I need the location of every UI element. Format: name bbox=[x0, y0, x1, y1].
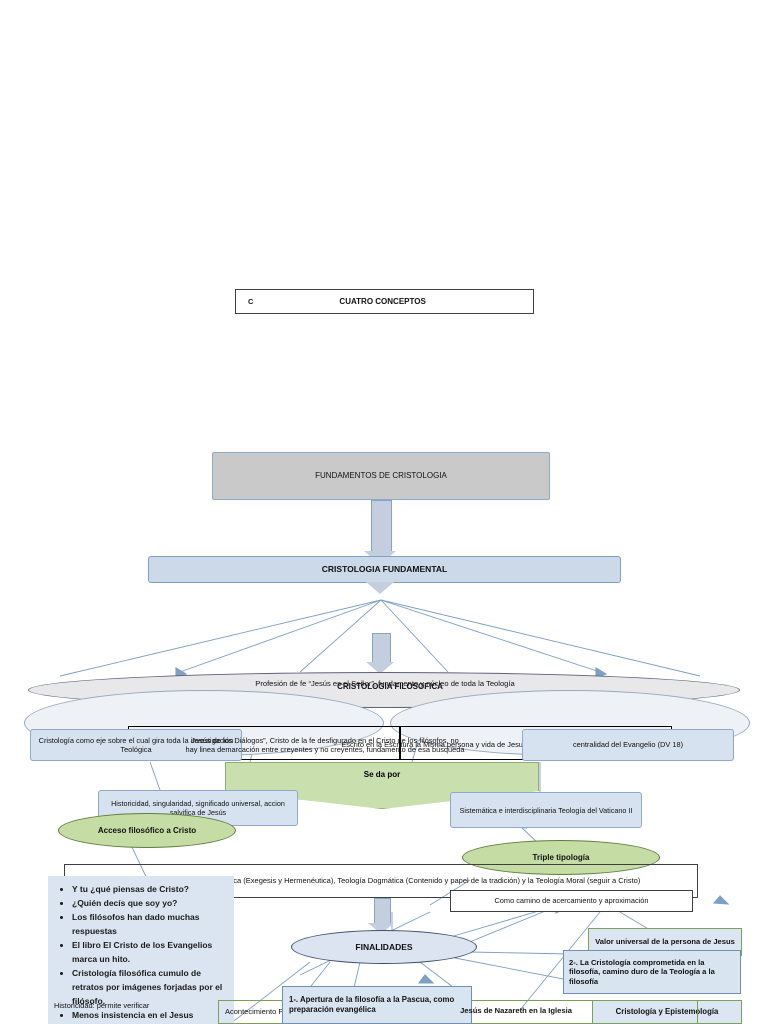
node-profesion-de-fe-label: Profesión de fe “Jesús es el Señor”, fun… bbox=[255, 679, 515, 689]
node-historicidad-nota-label: Historicidad: permite verificar bbox=[54, 1001, 150, 1011]
header-cuatro-conceptos: C CUATRO CONCEPTOS bbox=[235, 289, 534, 314]
list-item: Menos insistencia en el Jesus bbox=[72, 1008, 226, 1022]
row-box-2: Jesús de los Diálogos”, Cristo de la fe … bbox=[180, 729, 470, 761]
header-code: C bbox=[248, 296, 254, 306]
arrow-head-finalidades bbox=[368, 923, 394, 934]
node-sistematica-interdisciplinaria: Sistemática e interdisciplinaria Teologí… bbox=[450, 792, 642, 828]
list-item: El libro El Cristo de los Evangelios mar… bbox=[72, 938, 226, 966]
row-box-1-label: Cristología como eje sobre el cual gira … bbox=[38, 735, 234, 754]
node-jesus-de-nazareth-label: Jesús de Nazareth en la Iglesia bbox=[460, 1006, 572, 1016]
node-profesion-de-fe: Profesión de fe “Jesús es el Señor”, fun… bbox=[150, 677, 620, 691]
node-cristologia-fundamental: CRISTOLOGIA FUNDAMENTAL bbox=[148, 556, 621, 583]
node-cristologia-epistemologia-label: Cristología y Epistemología bbox=[615, 1007, 719, 1017]
list-item: Y tu ¿qué piensas de Cristo? bbox=[72, 882, 226, 896]
node-como-camino-label: Como camino de acercamiento y aproximaci… bbox=[494, 896, 649, 906]
arrow-head-cristologia-filosofica bbox=[366, 662, 394, 674]
node-triple-tipologia-label: Triple tipología bbox=[532, 852, 590, 862]
row-box-3-label: Escrito en la Escritura la Misma persona… bbox=[341, 740, 529, 750]
node-sistematica-label: Sistemática e interdisciplinaria Teologí… bbox=[459, 805, 633, 815]
node-acceso-filosofico-label: Acceso filosófico a Cristo bbox=[97, 825, 197, 835]
node-cristologia-comprometida: 2-. La Cristología comprometida en la fi… bbox=[563, 950, 741, 994]
node-apertura-label: 1-. Apertura de la filosofía a la Pascua… bbox=[289, 995, 455, 1014]
node-cristologia-filosofica-label: CRISTOLOGIA FILOSOFICA bbox=[337, 682, 443, 691]
arrow-fundamentos-to-fundamental bbox=[371, 500, 392, 554]
node-cristologia-fundamental-label: CRISTOLOGIA FUNDAMENTAL bbox=[321, 564, 448, 575]
node-todo-confluye-label: Todo confluye en la Teología Bíblica (Ex… bbox=[121, 876, 641, 886]
row-box-3: Escrito en la Escritura la Misma persona… bbox=[310, 729, 560, 761]
row-box-2-label: Jesús de los Diálogos”, Cristo de la fe … bbox=[185, 735, 465, 754]
node-historicidad-nota: Historicidad: permite verificar bbox=[54, 1000, 214, 1012]
node-historicidad-label: Historicidad, singularidad, significado … bbox=[111, 799, 285, 817]
node-como-camino: Como camino de acercamiento y aproximaci… bbox=[450, 890, 693, 912]
list-item: ¿Quién decís que soy yo? bbox=[72, 896, 226, 910]
node-jesus-de-nazareth: Jesús de Nazareth en la Iglesia bbox=[436, 1004, 596, 1018]
node-acceso-filosofico-a-cristo: Acceso filosófico a Cristo bbox=[58, 813, 236, 848]
list-item: Cristología filosófica cumulo de retrato… bbox=[72, 966, 226, 1008]
bullet-list: Y tu ¿qué piensas de Cristo? ¿Quién decí… bbox=[58, 882, 226, 1022]
node-triple-tipologia: Triple tipología bbox=[462, 840, 660, 875]
node-valor-universal-label: Valor universal de la persona de Jesus bbox=[595, 937, 735, 947]
arrow-head-fundamental-down bbox=[366, 582, 394, 594]
row-box-1: Cristología como eje sobre el cual gira … bbox=[30, 729, 242, 761]
header-label: CUATRO CONCEPTOS bbox=[339, 296, 426, 306]
arrow-to-finalidades bbox=[374, 898, 391, 926]
ellipse-band-outer bbox=[28, 672, 740, 708]
row-box-4: centralidad del Evangelio (DV 18) bbox=[522, 729, 734, 761]
node-finalidades: FINALIDADES bbox=[291, 930, 477, 964]
node-cristologia-filosofica: CRISTOLOGIA FILOSOFICA bbox=[300, 680, 480, 694]
node-cristologia-comprometida-label: 2-. La Cristología comprometida en la fi… bbox=[569, 957, 715, 986]
bullet-list-box: Y tu ¿qué piensas de Cristo? ¿Quién decí… bbox=[48, 876, 234, 1024]
node-cristologia-epistemologia: Cristología y Epistemología bbox=[592, 1000, 742, 1024]
node-fundamentos-de-cristologia: FUNDAMENTOS DE CRISTOLOGIA bbox=[212, 452, 550, 500]
node-se-da-por-label: Se da por bbox=[363, 770, 401, 779]
arrow-to-cristologia-filosofica bbox=[372, 633, 391, 665]
node-finalidades-label: FINALIDADES bbox=[355, 941, 413, 952]
row-box-4-label: centralidad del Evangelio (DV 18) bbox=[572, 740, 684, 750]
node-fundamentos-label: FUNDAMENTOS DE CRISTOLOGIA bbox=[315, 471, 447, 480]
list-item: Los filósofos han dado muchas respuestas bbox=[72, 910, 226, 938]
